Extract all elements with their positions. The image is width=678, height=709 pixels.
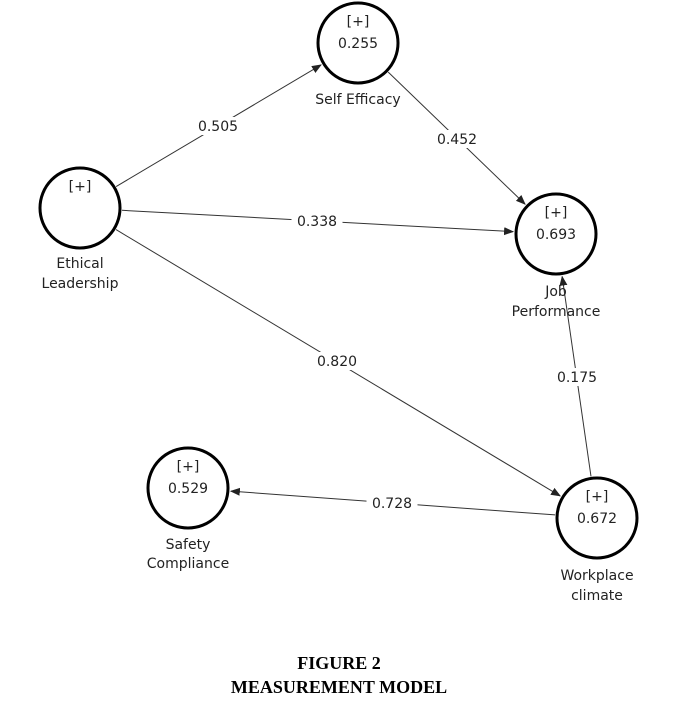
construct-circle[interactable]	[514, 192, 598, 276]
r-squared-value: 0.255	[338, 36, 378, 52]
construct-circle[interactable]	[316, 1, 400, 85]
construct-circle[interactable]	[555, 476, 639, 560]
path-coefficient-background	[431, 130, 483, 148]
path-coefficient-background	[366, 494, 418, 512]
path-ethical-leadership-to-workplace-climate: 0.820	[115, 229, 561, 497]
expand-toggle[interactable]: [+]	[177, 459, 200, 475]
construct-label: Leadership	[42, 276, 119, 292]
construct-label: Job	[544, 284, 567, 300]
path-coefficient: 0.505	[198, 119, 238, 135]
path-coefficient-background	[551, 368, 603, 386]
r-squared-value: 0.529	[168, 481, 208, 497]
expand-toggle[interactable]: [+]	[347, 14, 370, 30]
path-coefficient-background	[311, 352, 363, 370]
path-workplace-climate-to-safety-compliance: 0.728	[229, 487, 556, 516]
figure-title: MEASUREMENT MODEL	[230, 677, 448, 697]
construct-label: Self Efficacy	[315, 92, 400, 108]
construct-circle[interactable]	[146, 446, 230, 530]
path-coefficient-background	[192, 117, 244, 135]
expand-toggle[interactable]: [+]	[586, 489, 609, 505]
path-coefficient: 0.728	[372, 496, 412, 512]
figure-number: FIGURE 2	[297, 653, 381, 673]
expand-toggle[interactable]: [+]	[69, 179, 92, 195]
construct-label: Safety	[166, 537, 211, 553]
expand-toggle[interactable]: [+]	[545, 205, 568, 221]
path-coefficient: 0.452	[437, 132, 477, 148]
construct-label: climate	[571, 588, 623, 604]
r-squared-value: 0.672	[577, 511, 617, 527]
construct-label: Ethical	[56, 256, 103, 272]
construct-circle[interactable]	[38, 166, 122, 250]
path-workplace-climate-to-job-performance: 0.175	[551, 275, 603, 477]
construct-label: Compliance	[147, 556, 229, 572]
path-coefficient: 0.338	[297, 214, 337, 230]
r-squared-value: 0.693	[536, 227, 576, 243]
path-ethical-leadership-to-job-performance: 0.338	[121, 209, 515, 236]
construct-label: Workplace	[560, 568, 633, 584]
path-self-efficacy-to-job-performance: 0.452	[387, 71, 526, 205]
path-coefficient-background	[291, 212, 343, 230]
path-coefficient: 0.820	[317, 354, 357, 370]
construct-label: Performance	[512, 304, 601, 320]
path-coefficient: 0.175	[557, 370, 597, 386]
path-ethical-leadership-to-self-efficacy: 0.505	[115, 64, 322, 187]
